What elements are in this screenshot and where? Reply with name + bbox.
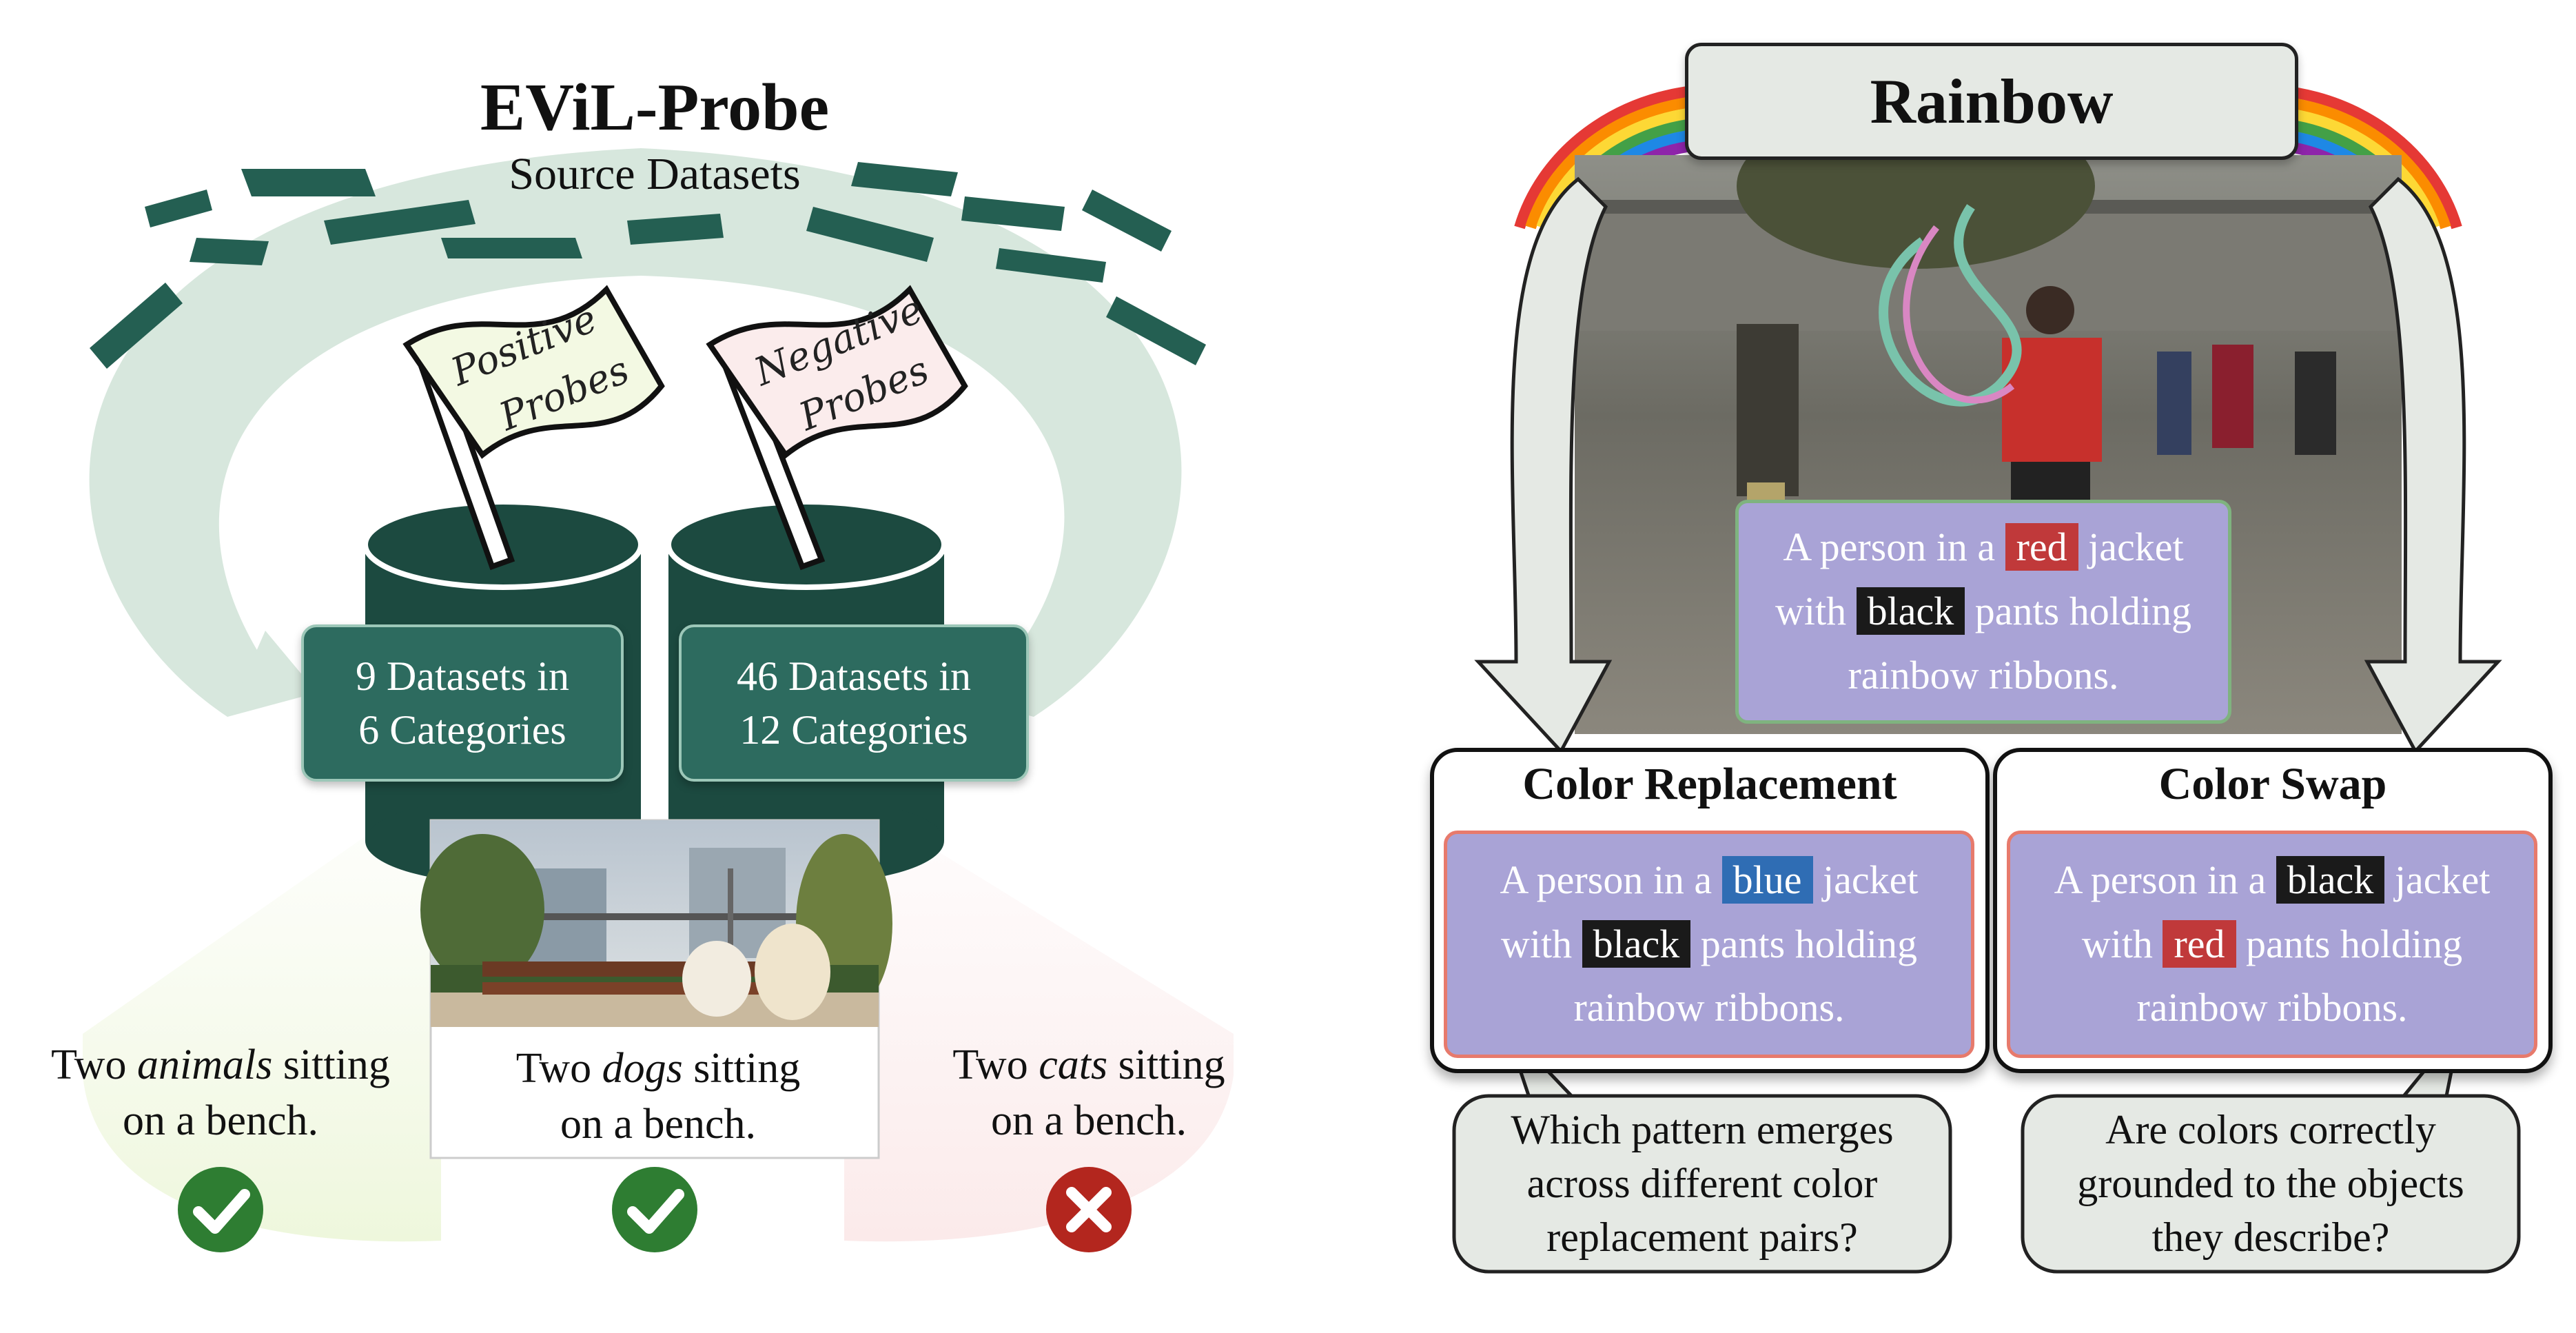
color-swap-title: Color Swap bbox=[2158, 759, 2387, 809]
orig-color1: red bbox=[2005, 523, 2078, 571]
caption-dogs-post: sitting bbox=[682, 1045, 801, 1092]
caption-cats-pre: Two bbox=[952, 1041, 1039, 1088]
orig-t5: rainbow ribbons. bbox=[1848, 652, 2119, 698]
left-arrowhead bbox=[227, 631, 317, 717]
positive-fan bbox=[83, 834, 441, 1242]
orig-t1: A person in a bbox=[1783, 525, 2005, 570]
negative-fan bbox=[844, 834, 1234, 1242]
repl-t3: with bbox=[1501, 921, 1582, 966]
source-datasets-label: Source Datasets bbox=[509, 149, 801, 199]
repl-t2: jacket bbox=[1812, 857, 1919, 902]
swap-q-line3: they describe? bbox=[2151, 1214, 2390, 1260]
left-flow-arrow bbox=[1474, 176, 1613, 755]
swap-q-line2: grounded to the objects bbox=[2077, 1161, 2464, 1206]
negative-box-line1: 46 Datasets in bbox=[737, 653, 971, 699]
caption-cats-post: sitting bbox=[1107, 1041, 1225, 1088]
dataset-chips bbox=[90, 162, 1206, 369]
repl-q-line1: Which pattern emerges bbox=[1511, 1107, 1894, 1152]
orig-t3: with bbox=[1775, 589, 1857, 634]
caption-dogs-em: dogs bbox=[602, 1045, 683, 1092]
caption-animals-post: sitting bbox=[272, 1041, 390, 1088]
rainbow-ribbon-photo bbox=[1575, 103, 2402, 734]
positive-datasets-box: 9 Datasets in 6 Categories bbox=[301, 624, 624, 782]
caption-animals-pre: Two bbox=[51, 1041, 137, 1088]
positive-flag: Positive Probes bbox=[402, 285, 665, 571]
rainbow-title: Rainbow bbox=[1685, 43, 2298, 160]
swap-q-line1: Are colors correctly bbox=[2105, 1107, 2436, 1152]
dogs-bench-photo bbox=[420, 819, 892, 1159]
caption-animals-em: animals bbox=[136, 1041, 273, 1088]
repl-q-line2: across different color bbox=[1526, 1161, 1878, 1206]
replacement-question: Which pattern emerges across different c… bbox=[1461, 1103, 1943, 1264]
repl-color2: black bbox=[1582, 919, 1691, 968]
repl-q-line3: replacement pairs? bbox=[1546, 1214, 1858, 1260]
swap-color2: red bbox=[2163, 919, 2236, 968]
swap-caption-box: A person in a black jacket with red pant… bbox=[2007, 831, 2537, 1058]
negative-box-line2: 12 Categories bbox=[739, 707, 968, 753]
swap-t5: rainbow ribbons. bbox=[2136, 985, 2408, 1030]
swap-t1: A person in a bbox=[2054, 857, 2276, 902]
replacement-caption-box: A person in a blue jacket with black pan… bbox=[1444, 831, 1974, 1058]
swap-t3: with bbox=[2081, 921, 2163, 966]
positive-box-line2: 6 Categories bbox=[358, 707, 566, 753]
swap-question: Are colors correctly grounded to the obj… bbox=[2030, 1103, 2512, 1264]
swap-color1: black bbox=[2276, 855, 2385, 904]
color-replacement-title: Color Replacement bbox=[1522, 759, 1897, 809]
original-caption-box: A person in a red jacket with black pant… bbox=[1735, 500, 2231, 724]
caption-cats-line2: on a bench. bbox=[990, 1097, 1187, 1144]
repl-t1: A person in a bbox=[1500, 857, 1722, 902]
caption-dogs-pre: Two bbox=[515, 1045, 602, 1092]
repl-color1: blue bbox=[1721, 855, 1813, 904]
swap-t4: pants holding bbox=[2236, 921, 2463, 966]
orig-t2: jacket bbox=[2078, 525, 2184, 570]
caption-cats-em: cats bbox=[1039, 1041, 1108, 1088]
caption-dogs: Two dogs sitting on a bench. bbox=[431, 1041, 886, 1152]
cross-icon-cats bbox=[1046, 1167, 1132, 1252]
negative-datasets-box: 46 Datasets in 12 Categories bbox=[679, 624, 1029, 782]
negative-flag: Negative Probes bbox=[706, 285, 968, 571]
right-flow-arrow bbox=[2364, 176, 2502, 755]
evil-probe-title: EViL-Probe bbox=[480, 70, 830, 145]
positive-box-line1: 9 Datasets in bbox=[356, 653, 569, 699]
orig-color2: black bbox=[1856, 587, 1965, 635]
question-bubble-swap bbox=[2021, 1026, 2521, 1274]
caption-animals: Two animals sitting on a bench. bbox=[7, 1037, 434, 1148]
caption-animals-line2: on a bench. bbox=[122, 1097, 319, 1144]
repl-t4: pants holding bbox=[1690, 921, 1917, 966]
caption-dogs-line2: on a bench. bbox=[560, 1100, 757, 1148]
check-icon-animals bbox=[178, 1167, 263, 1252]
orig-t4: pants holding bbox=[1965, 589, 2191, 634]
repl-t5: rainbow ribbons. bbox=[1573, 985, 1845, 1030]
check-icon-dogs bbox=[612, 1167, 697, 1252]
question-bubble-replacement bbox=[1452, 1026, 1952, 1274]
caption-cats: Two cats sitting on a bench. bbox=[896, 1037, 1282, 1148]
swap-t2: jacket bbox=[2384, 857, 2491, 902]
